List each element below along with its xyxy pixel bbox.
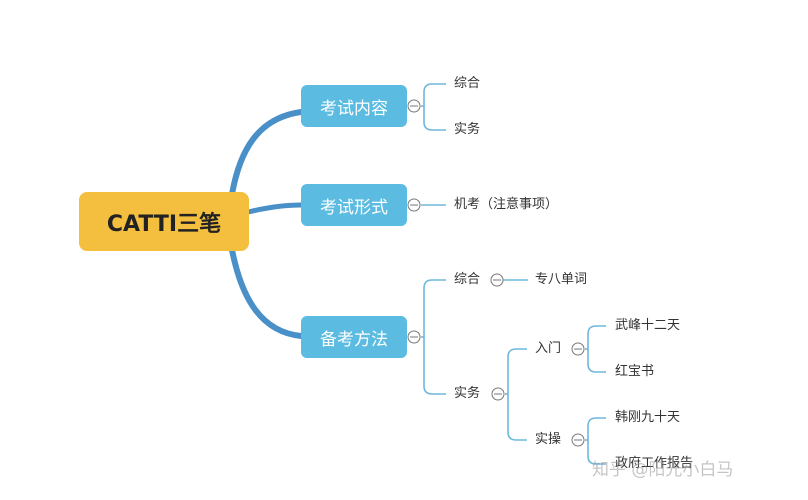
collapse-toggle-shicao[interactable] [571, 433, 585, 447]
shiwu-bracket [507, 348, 527, 441]
collapse-toggle-method[interactable] [407, 330, 421, 344]
method-topic-rumen[interactable]: 入门 [535, 341, 562, 356]
root-topic[interactable]: CATTI三笔 [79, 192, 249, 251]
collapse-toggle-rumen[interactable] [571, 342, 585, 356]
branch-exam-content[interactable]: 考试内容 [301, 85, 407, 127]
shicao-leaf-gov-report[interactable]: 政府工作报告 [615, 456, 694, 471]
branch-prep-method[interactable]: 备考方法 [301, 316, 407, 358]
collapse-toggle-zonghe[interactable] [490, 273, 504, 287]
content-leaf-shiwu[interactable]: 实务 [454, 122, 481, 137]
method-leaf-tem8-vocab[interactable]: 专八单词 [535, 272, 588, 287]
rumen-leaf-red-book[interactable]: 红宝书 [615, 364, 655, 379]
collapse-toggle-format[interactable] [407, 198, 421, 212]
collapse-toggle-content[interactable] [407, 99, 421, 113]
root-connector-format [245, 202, 304, 215]
zhihu-watermark: 知乎 @阳光小白马 [592, 460, 734, 480]
shicao-bracket [587, 417, 606, 465]
content-leaf-zonghe[interactable]: 综合 [454, 76, 481, 91]
rumen-leaf-wufeng[interactable]: 武峰十二天 [615, 318, 681, 333]
collapse-toggle-shiwu[interactable] [491, 387, 505, 401]
shicao-leaf-hangang[interactable]: 韩刚九十天 [615, 410, 681, 425]
root-connector-content [229, 109, 304, 197]
method-topic-shicao[interactable]: 实操 [535, 432, 562, 447]
content-bracket [423, 83, 446, 131]
format-leaf-computer-exam[interactable]: 机考（注意事项） [454, 197, 559, 212]
rumen-bracket [587, 325, 606, 373]
method-topic-shiwu[interactable]: 实务 [454, 386, 481, 401]
branch-exam-format[interactable]: 考试形式 [301, 184, 407, 226]
root-connector-method [229, 247, 304, 339]
method-topic-zonghe[interactable]: 综合 [454, 272, 481, 287]
method-bracket [423, 279, 446, 395]
